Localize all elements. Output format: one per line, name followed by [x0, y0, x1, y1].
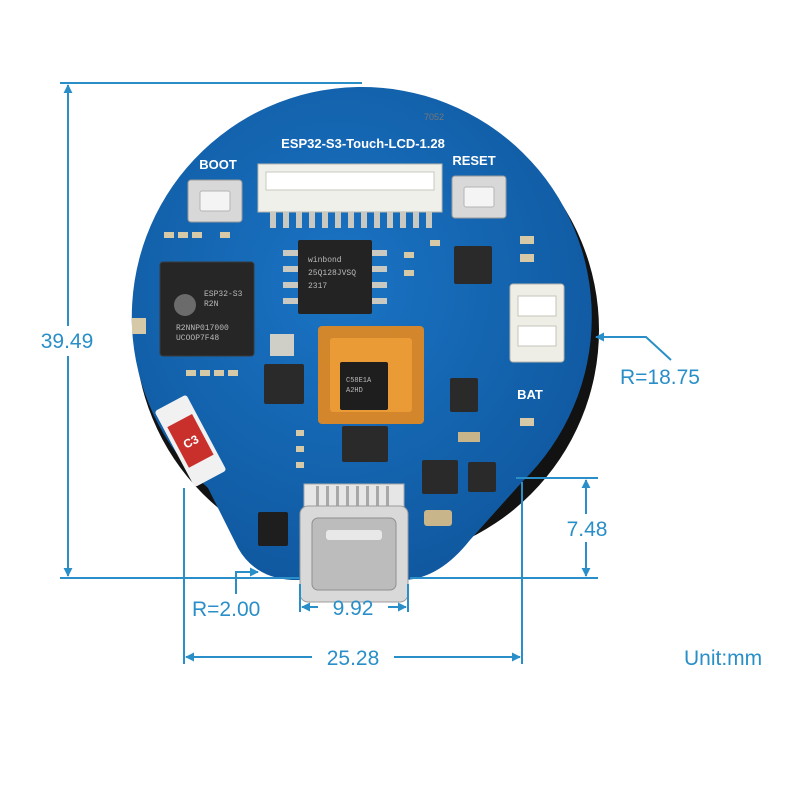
small-chip — [258, 512, 288, 546]
svg-text:winbond: winbond — [308, 256, 342, 265]
radius-small-label: R=2.00 — [192, 598, 260, 621]
small-chip — [342, 426, 388, 462]
reset-button — [451, 175, 507, 219]
svg-text:A2HD: A2HD — [346, 387, 363, 395]
unit-label: Unit:mm — [684, 647, 762, 670]
usb-c-port — [299, 483, 409, 603]
radius-large-label: R=18.75 — [620, 366, 700, 389]
battery-connector — [509, 283, 565, 363]
pcb-board-photo: 7052 ESP32-S3-Touch-LCD-1.28 BOOT RESET … — [131, 86, 599, 603]
reset-label: RESET — [452, 153, 495, 168]
svg-text:C58E1A: C58E1A — [346, 377, 372, 385]
edge-code: 7052 — [424, 112, 444, 122]
small-chip — [450, 378, 478, 412]
bat-label: BAT — [517, 387, 543, 402]
small-chip — [454, 246, 492, 284]
board-title: ESP32-S3-Touch-LCD-1.28 — [281, 136, 445, 151]
height-label: 39.49 — [41, 330, 94, 353]
svg-text:C3: C3 — [181, 432, 201, 452]
usb-width-label: 9.92 — [333, 597, 374, 620]
svg-text:R2NNP017000: R2NNP017000 — [176, 324, 229, 333]
svg-text:R2N: R2N — [204, 300, 219, 309]
touch-flex-area: C58E1A A2HD — [318, 326, 424, 424]
svg-text:2317: 2317 — [308, 282, 327, 291]
radius-large-leader — [595, 332, 672, 361]
svg-text:25Q128JVSQ: 25Q128JVSQ — [308, 269, 356, 278]
boot-label: BOOT — [199, 157, 237, 172]
c3-capacitor: C3 — [155, 395, 226, 487]
svg-text:ESP32-S3: ESP32-S3 — [204, 290, 243, 299]
boot-button — [187, 179, 243, 223]
small-chip — [264, 364, 304, 404]
depth-label: 7.48 — [567, 518, 608, 541]
total-width-label: 25.28 — [327, 647, 380, 670]
svg-text:UCOOP7F48: UCOOP7F48 — [176, 334, 219, 343]
passive-components — [132, 232, 534, 526]
small-chip — [468, 462, 496, 492]
fpc-connector — [257, 163, 443, 228]
radius-small-leader — [235, 567, 259, 594]
flash-chip: winbond 25Q128JVSQ 2317 — [283, 240, 387, 314]
small-chip — [422, 460, 458, 494]
esp32-s3-chip: ESP32-S3 R2N R2NNP017000 UCOOP7F48 — [159, 261, 255, 357]
